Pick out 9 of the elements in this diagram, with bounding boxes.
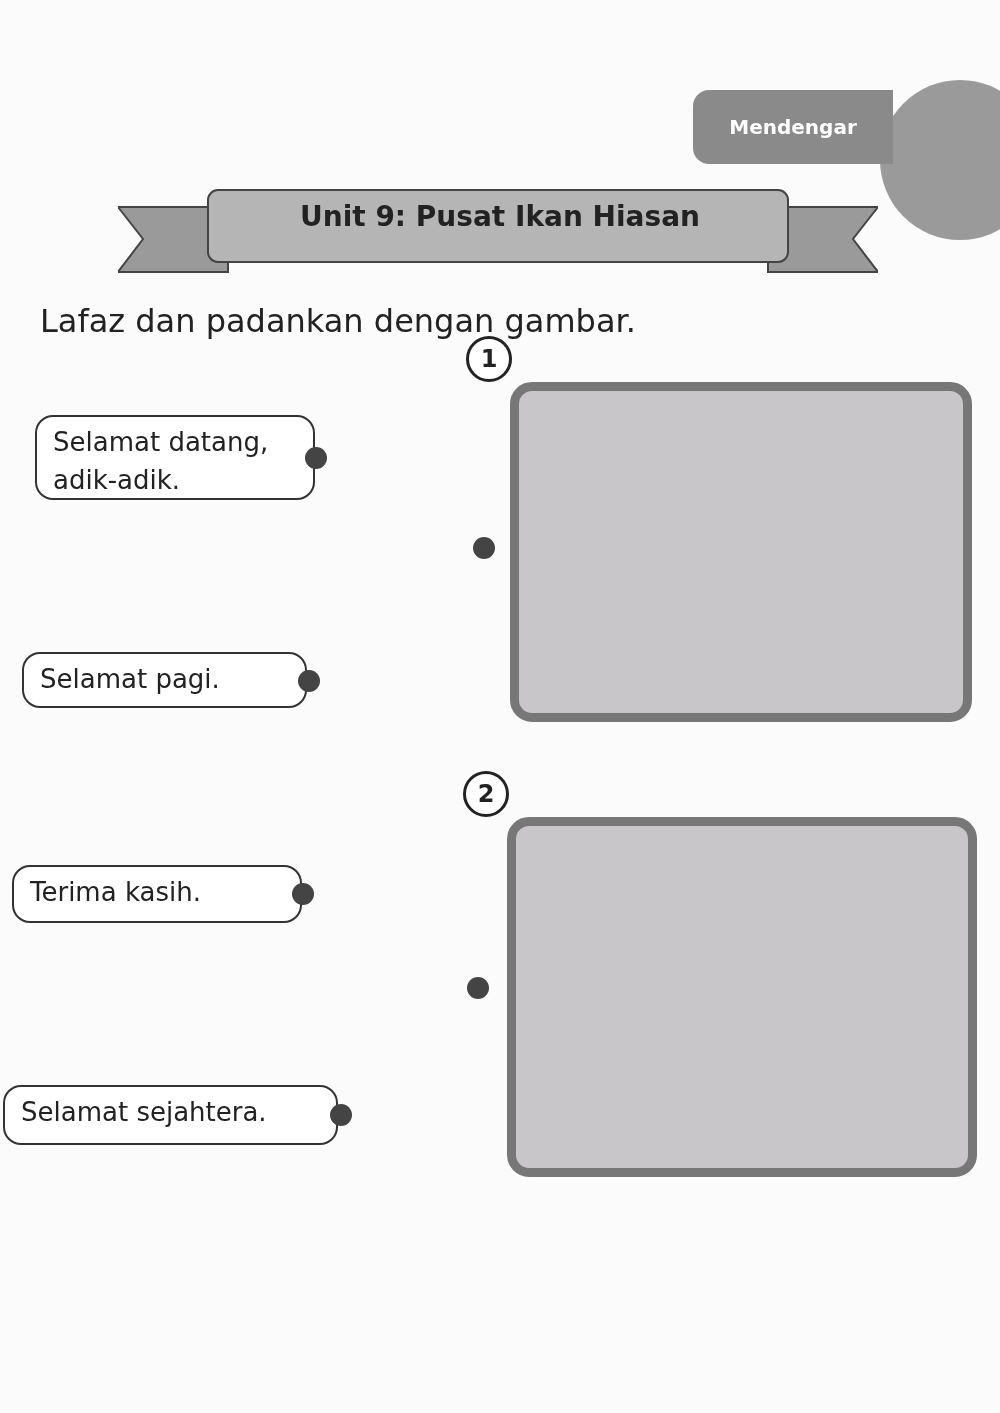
speech-box: Selamat sejahtera. [3,1085,338,1145]
speech-box: Selamat datang, adik-adik. [35,415,315,500]
speech-box: Selamat pagi. [22,652,307,708]
speech-box: Terima kasih. [12,865,302,923]
banner-title: Unit 9: Pusat Ikan Hiasan [299,200,701,233]
section-tab: Mendengar [693,90,893,164]
picture-block [507,817,977,1177]
callout-number: 2 [463,771,509,817]
picture-block [510,382,972,722]
